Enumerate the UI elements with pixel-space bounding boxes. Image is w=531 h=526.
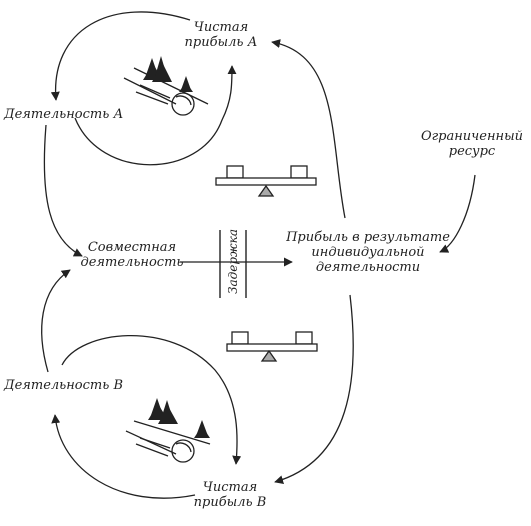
individual-profit-line3: деятельности (315, 260, 421, 275)
link-activity-a-to-profit-a (74, 65, 237, 166)
joint-activity-line1: Совместная (87, 240, 177, 255)
net-profit-a-label: Чистая прибыль А (176, 20, 266, 50)
pine-trees-icon (148, 398, 210, 438)
delay-marker (219, 230, 247, 298)
link-individual-to-profit-a (271, 39, 346, 219)
link-profit-b-to-activity-b (51, 414, 196, 499)
link-resource-to-individual (439, 174, 476, 253)
activity-b-label: Деятельность В (4, 378, 124, 393)
link-activity-a-to-joint (43, 124, 83, 257)
balance-scale-icon (226, 331, 318, 362)
delay-label: Задержка (226, 229, 240, 294)
individual-profit-line2: индивидуальной (311, 245, 425, 260)
activity-a-label: Деятельность А (4, 107, 124, 122)
link-activity-b-to-joint (41, 269, 71, 373)
limited-resource-label: Ограниченный ресурс (418, 129, 526, 159)
individual-profit-line1: Прибыль в результате (286, 230, 450, 245)
individual-profit-label: Прибыль в результате индивидуальной деят… (283, 230, 453, 275)
limited-resource-line1: Ограниченный (420, 129, 524, 144)
joint-activity-label: Совместная деятельность (78, 240, 186, 270)
link-individual-to-profit-b (274, 294, 354, 485)
net-profit-b-label: Чистая прибыль В (185, 480, 275, 510)
link-profit-a-to-activity-a (50, 11, 191, 101)
link-activity-b-to-profit-b (61, 334, 242, 465)
limited-resource-line2: ресурс (448, 144, 496, 159)
pine-trees-icon (143, 56, 193, 92)
joint-activity-line2: деятельность (80, 255, 184, 270)
snowball-hill-icon (123, 67, 209, 116)
net-profit-a-line1: Чистая (193, 20, 249, 35)
snowball-hill-icon (125, 420, 211, 463)
balance-scale-icon (215, 165, 317, 197)
net-profit-b-line1: Чистая (202, 480, 258, 495)
net-profit-a-line2: прибыль А (184, 35, 258, 50)
net-profit-b-line2: прибыль В (193, 495, 267, 510)
